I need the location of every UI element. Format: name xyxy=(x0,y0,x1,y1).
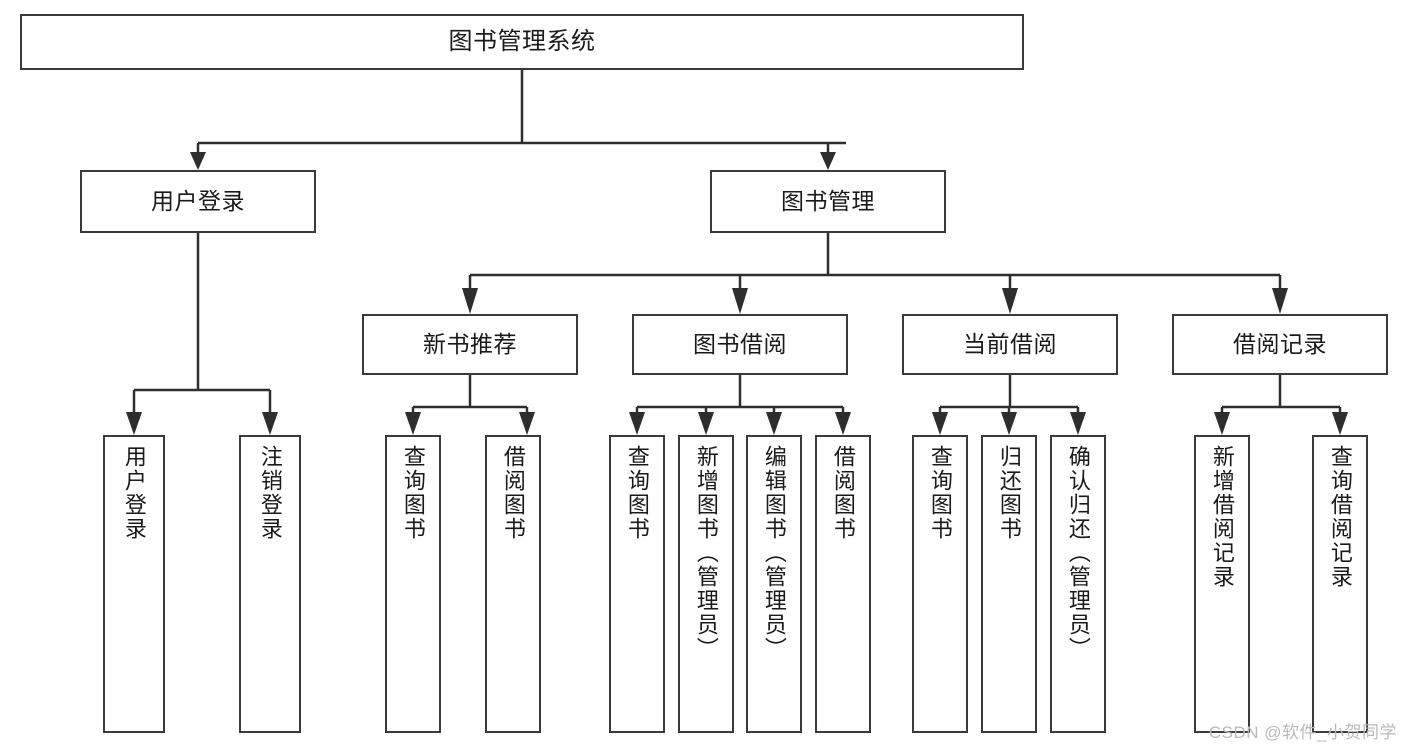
leaf-edit-book-admin[interactable]: 编辑图书（管理员） xyxy=(746,435,802,733)
node-book-borrowing[interactable]: 图书借阅 xyxy=(632,314,848,375)
leaf-add-book-admin[interactable]: 新增图书（管理员） xyxy=(678,435,734,733)
arrowhead-leaf-8 xyxy=(932,412,948,435)
node-label: 编辑图书（管理员） xyxy=(761,445,787,661)
arrowhead-leaf-11 xyxy=(1214,412,1230,435)
node-root-book-management-system[interactable]: 图书管理系统 xyxy=(20,14,1024,70)
arrowhead-leaf-4 xyxy=(629,412,645,435)
node-label: 新增图书（管理员） xyxy=(693,445,719,661)
node-label: 查询图书 xyxy=(400,445,426,541)
node-book-management[interactable]: 图书管理 xyxy=(710,170,946,233)
arrowhead-leaf-10 xyxy=(1070,412,1086,435)
arrowhead-leaf-2 xyxy=(405,412,421,435)
arrowhead-leaf-1 xyxy=(262,412,278,435)
leaf-add-borrowing-record[interactable]: 新增借阅记录 xyxy=(1194,435,1250,733)
leaf-query-book[interactable]: 查询图书 xyxy=(609,435,665,733)
leaf-borrow-book[interactable]: 借阅图书 xyxy=(815,435,871,733)
arrowhead-leaf-9 xyxy=(1001,412,1017,435)
leaf-borrow-book-from-recommendation[interactable]: 借阅图书 xyxy=(485,435,541,733)
node-label: 用户登录 xyxy=(151,188,245,215)
arrowhead-leaf-6 xyxy=(766,412,782,435)
leaf-user-login[interactable]: 用户登录 xyxy=(103,435,165,733)
node-label: 新书推荐 xyxy=(423,331,517,358)
arrowhead-book-mgmt xyxy=(820,152,836,170)
node-label: 图书管理 xyxy=(781,188,875,215)
leaf-query-borrowing-record[interactable]: 查询借阅记录 xyxy=(1312,435,1368,733)
leaf-confirm-return-admin[interactable]: 确认归还（管理员） xyxy=(1050,435,1106,733)
leaf-return-book[interactable]: 归还图书 xyxy=(981,435,1037,733)
leaf-query-borrowed-book[interactable]: 查询图书 xyxy=(912,435,968,733)
node-label: 用户登录 xyxy=(121,445,147,541)
node-label: 注销登录 xyxy=(257,445,283,541)
node-label: 查询借阅记录 xyxy=(1327,445,1353,589)
node-label: 借阅图书 xyxy=(830,445,856,541)
leaf-query-book-from-recommendation[interactable]: 查询图书 xyxy=(385,435,441,733)
node-label: 借阅记录 xyxy=(1233,331,1327,358)
node-borrowing-record[interactable]: 借阅记录 xyxy=(1172,314,1388,375)
node-label: 查询图书 xyxy=(624,445,650,541)
arrowhead-borrow-record xyxy=(1272,288,1288,314)
arrowhead-book-borrow xyxy=(732,288,748,314)
arrowhead-new-books xyxy=(462,288,478,314)
arrowhead-leaf-12 xyxy=(1332,412,1348,435)
arrowhead-leaf-7 xyxy=(835,412,851,435)
node-label: 图书借阅 xyxy=(693,331,787,358)
arrowhead-leaf-0 xyxy=(126,412,142,435)
node-user-login[interactable]: 用户登录 xyxy=(80,170,316,233)
arrowhead-leaf-5 xyxy=(698,412,714,435)
node-label: 借阅图书 xyxy=(500,445,526,541)
node-new-book-recommendation[interactable]: 新书推荐 xyxy=(362,314,578,375)
arrowhead-leaf-3 xyxy=(519,412,535,435)
node-label: 当前借阅 xyxy=(963,331,1057,358)
arrowhead-current-borrow xyxy=(1002,288,1018,314)
node-label: 归还图书 xyxy=(996,445,1022,541)
node-label: 图书管理系统 xyxy=(448,28,596,55)
node-current-borrowing[interactable]: 当前借阅 xyxy=(902,314,1118,375)
node-label: 确认归还（管理员） xyxy=(1065,445,1091,661)
arrowhead-user-login xyxy=(190,152,206,170)
node-label: 查询图书 xyxy=(927,445,953,541)
leaf-logout[interactable]: 注销登录 xyxy=(239,435,301,733)
node-label: 新增借阅记录 xyxy=(1209,445,1235,589)
